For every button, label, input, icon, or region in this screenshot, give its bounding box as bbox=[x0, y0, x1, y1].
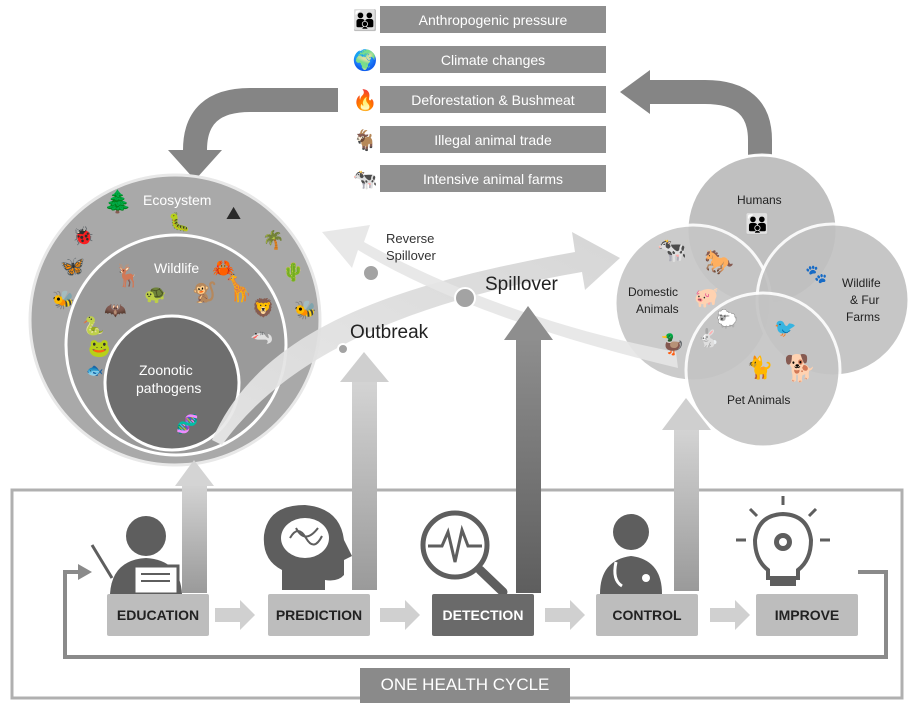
spillover-label: Spillover bbox=[485, 274, 558, 295]
spillover-band bbox=[212, 232, 620, 445]
prediction-up-arrow bbox=[352, 380, 377, 590]
cycle-title-box bbox=[360, 668, 570, 703]
trees-icon: 🌲 bbox=[104, 190, 132, 215]
palm-island-icon: 🌴 bbox=[262, 230, 285, 251]
cycle-step-detection: DETECTION bbox=[432, 594, 534, 636]
cycle-step-prediction: PREDICTION bbox=[268, 594, 370, 636]
deer-icon: 🦌 bbox=[114, 264, 142, 289]
risk-factor-item: 🐄Intensive animal farms bbox=[350, 165, 606, 192]
risk-factor-label: Deforestation & Bushmeat bbox=[380, 86, 606, 113]
magnifier-pulse-icon bbox=[420, 510, 508, 597]
caterpillar-icon: 🐛 bbox=[168, 212, 191, 233]
pathogens-label: pathogens bbox=[136, 380, 202, 396]
cycle-step-control: CONTROL bbox=[596, 594, 698, 636]
zoonotic-circle bbox=[103, 314, 241, 452]
cycle-title: ONE HEALTH CYCLE bbox=[380, 675, 550, 694]
ecosystem-label: Ecosystem bbox=[143, 192, 212, 208]
wildlife-farms-label-3: Farms bbox=[846, 310, 880, 324]
venn-diagram bbox=[613, 153, 911, 449]
reverse-spillover-arrow bbox=[322, 225, 678, 368]
right-curved-arrow bbox=[645, 80, 772, 155]
bat-icon: 🦇 bbox=[104, 300, 127, 321]
snake-icon: 🐍 bbox=[82, 316, 105, 337]
detection-up-arrow bbox=[516, 338, 541, 593]
risk-factor-label: Intensive animal farms bbox=[380, 165, 606, 192]
horse-icon: 🐎 bbox=[704, 248, 734, 276]
education-up-arrow bbox=[182, 483, 207, 593]
risk-factor-item: 🐐Illegal animal trade bbox=[350, 126, 606, 153]
animal-icon: 🐐 bbox=[352, 127, 378, 152]
teacher-icon bbox=[90, 516, 182, 596]
control-up-arrow bbox=[674, 428, 699, 591]
outbreak-label: Outbreak bbox=[350, 322, 429, 343]
risk-factor-item: 👪Anthropogenic pressure bbox=[350, 6, 606, 33]
doctor-icon bbox=[600, 514, 662, 594]
zoonotic-label: Zoonotic bbox=[139, 362, 193, 378]
fish-icon: 🐟 bbox=[86, 363, 104, 379]
risk-factor-label: Anthropogenic pressure bbox=[380, 6, 606, 33]
duck-icon: 🦆 bbox=[660, 332, 685, 356]
monkey-icon: 🐒 bbox=[192, 280, 217, 304]
cycle-step-education: EDUCATION bbox=[107, 594, 209, 636]
left-curved-arrow bbox=[183, 88, 338, 160]
step-arrows bbox=[215, 600, 750, 630]
domestic-label-1: Domestic bbox=[628, 285, 679, 299]
wildlife-label: Wildlife bbox=[154, 260, 200, 276]
wildlife-farms-label-2: & Fur bbox=[850, 293, 880, 307]
farm-icon: 🐄 bbox=[352, 166, 378, 191]
pet-animals-label: Pet Animals bbox=[727, 393, 791, 407]
lion-icon: 🦁 bbox=[252, 298, 275, 319]
brain-head-icon bbox=[263, 505, 352, 590]
sheep-icon: 🐑 bbox=[716, 309, 739, 330]
detection-up-arrow-head bbox=[504, 306, 553, 340]
giraffe-icon: 🦒 bbox=[222, 274, 255, 304]
cow-icon: 🐄 bbox=[657, 236, 687, 264]
outbreak-dot bbox=[337, 343, 349, 355]
cat-icon: 🐈 bbox=[746, 356, 774, 381]
beehive-icon: 🐝 bbox=[52, 290, 75, 311]
risk-factor-item: 🔥Deforestation & Bushmeat bbox=[350, 86, 606, 113]
beetle-icon: 🐞 bbox=[72, 226, 95, 247]
control-up-arrow-head bbox=[662, 398, 711, 430]
cycle-step-improve: IMPROVE bbox=[756, 594, 858, 636]
cycle-loop-head bbox=[78, 564, 92, 580]
reverse-dot bbox=[362, 264, 380, 282]
pig-icon: 🐖 bbox=[694, 285, 719, 309]
shark-icon: 🦈 bbox=[248, 328, 276, 353]
cactus-icon: 🌵 bbox=[282, 262, 305, 283]
left-curved-arrow-head bbox=[168, 150, 222, 180]
crab-icon: 🦀 bbox=[212, 258, 235, 279]
spillover-dot bbox=[454, 287, 476, 309]
reverse-spillover-label-2: Spillover bbox=[386, 248, 436, 263]
domestic-label-2: Animals bbox=[636, 302, 679, 316]
bird-icon: 🐦 bbox=[774, 318, 797, 339]
rabbit-icon: 🐇 bbox=[697, 328, 720, 349]
risk-factor-label: Illegal animal trade bbox=[380, 126, 606, 153]
prediction-up-arrow-head bbox=[340, 352, 389, 382]
lightbulb-gear-icon bbox=[736, 496, 830, 586]
fire-icon: 🔥 bbox=[352, 87, 378, 112]
reverse-spillover-label-1: Reverse bbox=[386, 231, 435, 246]
risk-factor-item: 🌍Climate changes bbox=[350, 46, 606, 73]
dog-icon: 🐕 bbox=[784, 354, 817, 384]
people-icon: 👪 bbox=[352, 7, 378, 32]
dna-icon: 🧬 bbox=[176, 414, 199, 435]
cycle-loop-line bbox=[63, 570, 888, 659]
risk-factor-label: Climate changes bbox=[380, 46, 606, 73]
education-up-arrow-head bbox=[175, 460, 214, 486]
globe-icon: 🌍 bbox=[352, 47, 378, 72]
humans-label: Humans bbox=[737, 193, 782, 207]
right-curved-arrow-head bbox=[620, 70, 650, 114]
bee-icon: 🐝 bbox=[294, 300, 317, 321]
mountain-sun-icon: ⛰ bbox=[226, 203, 242, 224]
butterfly-icon: 🦋 bbox=[60, 254, 85, 278]
family-icon: 👪 bbox=[745, 212, 770, 236]
paw-icon: 🐾 bbox=[805, 264, 828, 285]
wildlife-farms-label-1: Wildlife bbox=[842, 276, 881, 290]
frog-icon: 🐸 bbox=[88, 338, 111, 359]
turtle-icon: 🐢 bbox=[144, 284, 167, 305]
